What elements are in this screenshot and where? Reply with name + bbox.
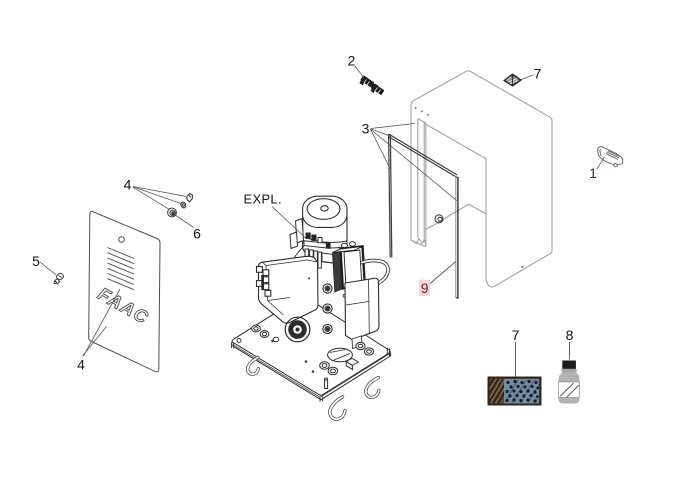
svg-text:EXPL.: EXPL. [244,192,282,207]
svg-text:7: 7 [512,327,520,343]
svg-text:9: 9 [421,280,429,296]
svg-text:2: 2 [348,53,356,69]
svg-text:1: 1 [589,165,597,181]
svg-text:5: 5 [32,253,40,269]
svg-text:4: 4 [124,177,132,193]
svg-text:4: 4 [77,357,85,373]
svg-text:8: 8 [566,327,574,343]
svg-text:3: 3 [362,121,370,137]
svg-text:7: 7 [534,66,542,82]
svg-text:6: 6 [193,226,201,242]
